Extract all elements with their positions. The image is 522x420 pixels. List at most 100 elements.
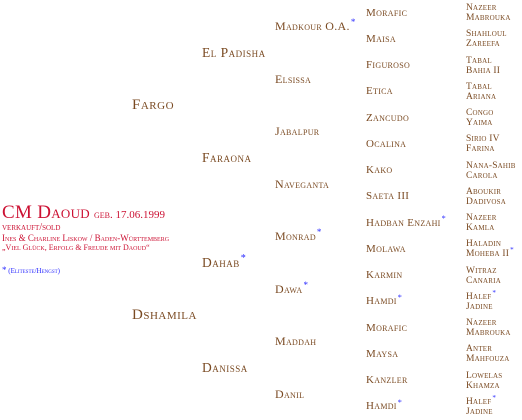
pedigree-g4-horse: Figuroso	[366, 60, 410, 71]
sire-name: Halef*	[466, 289, 522, 302]
horse-name: Tabal	[466, 81, 492, 92]
horse-name: Haladin	[466, 239, 502, 250]
dam-name: Mahfouza	[466, 354, 522, 364]
sire-name: Anter	[466, 344, 522, 354]
dam-name: Canaria	[466, 276, 522, 286]
footnote: * (Eliteste/Hengst)	[2, 265, 60, 275]
horse-name: Kamla	[466, 223, 495, 234]
horse-name: Zancudo	[366, 111, 410, 124]
horse-name: Maddah	[275, 334, 317, 349]
horse-name: Yaima	[466, 118, 493, 129]
horse-name: Madkour O.A.	[275, 19, 350, 34]
horse-name: Zareefa	[466, 39, 500, 50]
pedigree-g3-horse: Danil	[275, 388, 304, 400]
footnote-star: *	[2, 265, 7, 275]
horse-name: Jadine	[466, 406, 493, 417]
horse-name: Hamdi	[366, 295, 397, 308]
horse-name: Bahia II	[466, 65, 501, 76]
horse-name: Nazeer	[466, 213, 497, 224]
horse-name: Dawa	[275, 281, 303, 296]
horse-name: Ocalina	[366, 137, 407, 150]
dam-name: Ariana	[466, 92, 522, 102]
pedigree-g4-horse: Maysa	[366, 348, 398, 360]
horse-name: Anter	[466, 344, 493, 355]
dam-name: Moheba II*	[466, 246, 522, 260]
sire-name: Nazeer	[466, 3, 522, 13]
sire-name: Nazeer	[466, 213, 522, 223]
horse-name: Khamza	[466, 380, 500, 391]
star-mark: *	[397, 397, 403, 407]
horse-name: Dadivosa	[466, 196, 506, 207]
horse-name: Mahfouza	[466, 354, 510, 365]
horse-name: Lowelas	[466, 370, 503, 381]
horse-name: Shahloul	[466, 29, 507, 40]
horse-name: Danissa	[202, 359, 248, 375]
horse-name: Halef	[466, 396, 492, 407]
sire-name: Sirio IV	[466, 134, 522, 144]
sire-name: Congo	[466, 108, 522, 118]
horse-name: Saeta III	[366, 190, 410, 203]
pedigree-g1-horse: Fargo	[132, 96, 175, 113]
horse-name: Morafic	[366, 6, 408, 19]
pedigree-g3-horse: Naveganta	[275, 178, 329, 190]
horse-name: Figuroso	[366, 59, 411, 72]
horse-name: Tabal	[466, 55, 492, 66]
horse-name: Naveganta	[275, 176, 330, 191]
dam-name: Dadivosa	[466, 197, 522, 207]
horse-name: Nana-Sahib	[466, 160, 516, 171]
sire-name: Nazeer	[466, 318, 522, 328]
pedigree-g1-horse: Dshamila	[132, 306, 197, 323]
pedigree-g4-horse: Zancudo	[366, 111, 410, 124]
pedigree-g4-horse: Maisa	[366, 33, 396, 45]
star-mark: *	[397, 292, 403, 302]
dam-name: Jadine	[466, 407, 522, 417]
horse-name: Mabrouka	[466, 328, 511, 339]
sire-name: Haladin	[466, 239, 522, 249]
pedigree-g2-horse: Faraona	[202, 151, 252, 165]
horse-name: Karmin	[366, 269, 403, 282]
sire-name: Tabal	[466, 56, 522, 66]
dam-name: Bahia II	[466, 66, 522, 76]
footnote-text: (Eliteste/Hengst)	[8, 267, 61, 275]
pedigree-g4-horse: Morafic	[366, 6, 408, 19]
sire-name: Aboukir	[466, 187, 522, 197]
pedigree-g3-horse: Jabalpur	[275, 125, 319, 137]
horse-name: Canaria	[466, 275, 501, 286]
pedigree-g4-horse: Kanzler	[366, 375, 408, 386]
horse-name: Hadban Enzahi	[366, 216, 441, 229]
star-mark: *	[350, 17, 356, 28]
horse-name: Monrad	[275, 229, 316, 244]
horse-name: Congo	[466, 108, 494, 119]
horse-name: Fargo	[132, 96, 175, 113]
star-mark: *	[510, 246, 514, 255]
pedigree-g4-horse: Morafic	[366, 322, 407, 334]
sire-name: Lowelas	[466, 371, 522, 381]
sire-name: Tabal	[466, 82, 522, 92]
pedigree-g5-parents: Halef*Jadine	[466, 394, 522, 417]
dam-name: Mabrouka	[466, 328, 522, 338]
pedigree-g4-horse: Ocalina	[366, 137, 407, 150]
horse-name: Kanzler	[366, 374, 408, 387]
motto-line: „Viel Glück, Erfolg & Freude mit Daoud“	[2, 243, 150, 252]
star-mark: *	[316, 227, 322, 238]
sire-name: Shahloul	[466, 29, 522, 39]
dam-name: Jadine	[466, 302, 522, 312]
horse-name: Halef	[466, 291, 492, 302]
pedigree-g4-horse: Molawa	[366, 243, 406, 255]
star-mark: *	[441, 213, 447, 223]
sire-name: Witraz	[466, 266, 522, 276]
main-horse-birthdate: geb. 17.06.1999	[94, 209, 165, 221]
star-mark: *	[240, 253, 247, 265]
pedigree-g4-horse: Hamdi*	[366, 397, 403, 412]
horse-name: Dshamila	[132, 306, 197, 323]
pedigree-g4-horse: Hamdi*	[366, 292, 403, 308]
horse-name: Jabalpur	[275, 124, 320, 139]
horse-name: El Padisha	[202, 44, 266, 60]
